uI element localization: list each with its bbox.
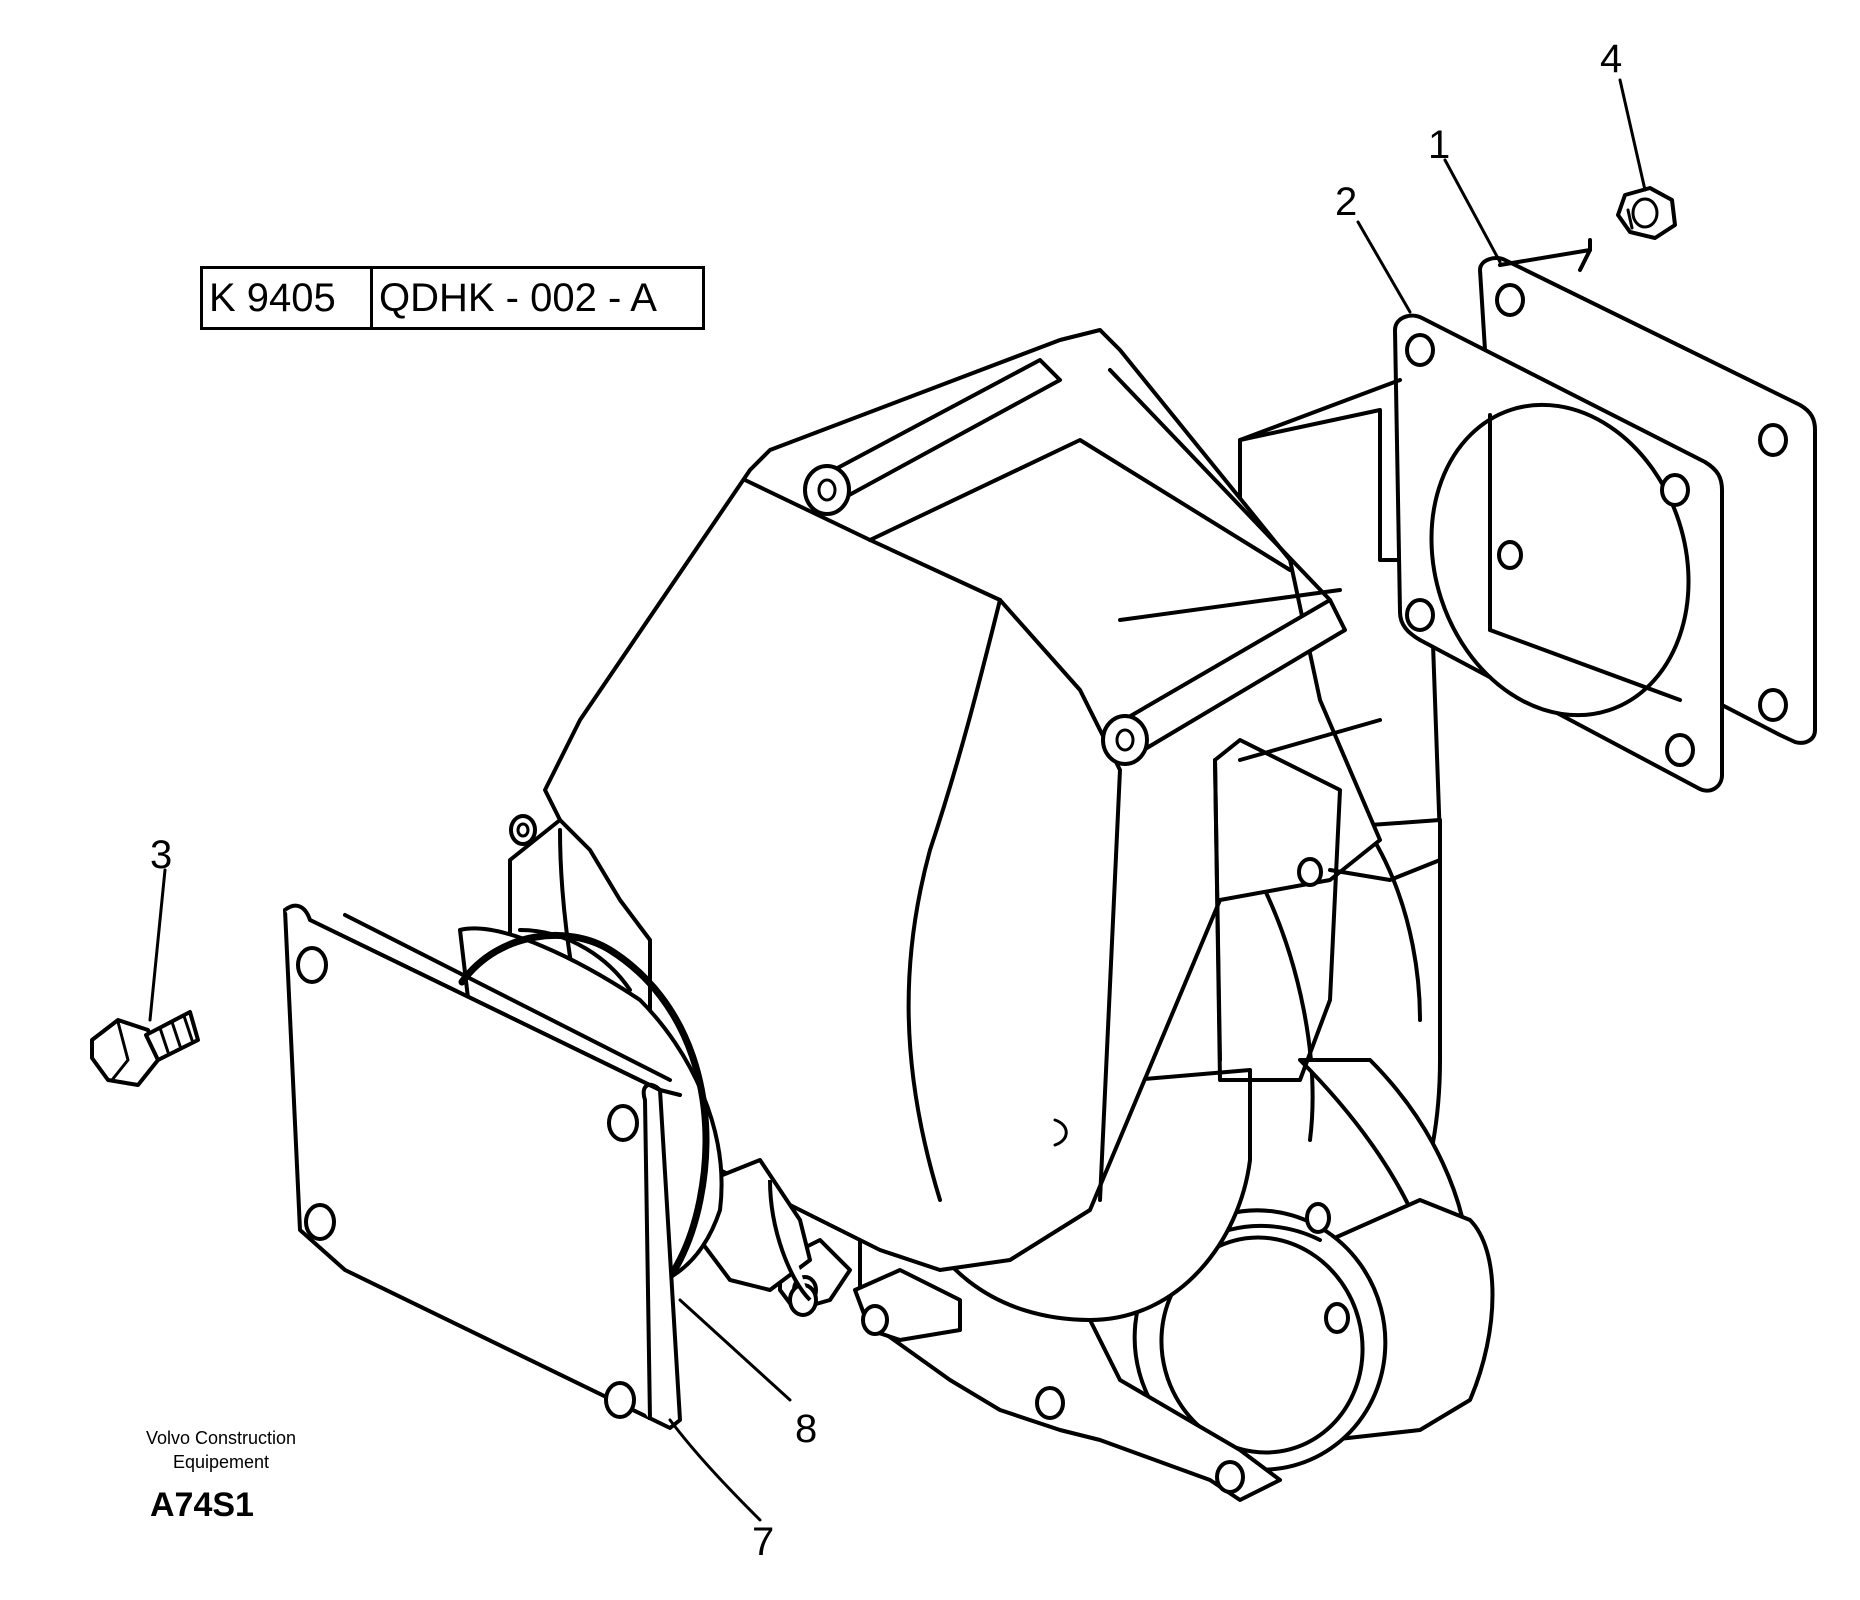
leader-7 — [668, 1418, 762, 1522]
maker-name: Volvo Construction — [145, 1428, 297, 1448]
figure-code: A74S1 — [150, 1486, 254, 1524]
leader-8 — [678, 1298, 792, 1402]
flange-guide-line — [1238, 378, 1402, 442]
o-ring-8 — [458, 931, 710, 1292]
leader-2 — [1356, 220, 1412, 314]
cover-7 — [283, 903, 682, 1430]
housing — [508, 328, 1495, 1502]
maker-name-line-2: Equipement — [172, 1452, 270, 1472]
callout-2: 2 — [1335, 180, 1357, 224]
callout-7: 7 — [752, 1520, 774, 1564]
leader-3 — [148, 868, 167, 1022]
flange-guide-line — [1578, 238, 1592, 272]
reference-code-left: K 9405 — [200, 266, 373, 330]
gasket-2 — [1393, 313, 1724, 793]
bolt-3 — [90, 1010, 200, 1087]
callout-numbers: 1 2 3 4 7 8 — [150, 37, 1622, 1564]
callout-4: 4 — [1600, 37, 1622, 81]
callout-8: 8 — [795, 1407, 817, 1451]
callout-leaders — [148, 78, 1647, 1522]
reference-code-right: QDHK - 002 - A — [370, 266, 705, 330]
nut-4 — [1616, 186, 1677, 240]
callout-1: 1 — [1428, 123, 1450, 167]
callout-3: 3 — [150, 833, 172, 877]
leader-4 — [1618, 78, 1647, 192]
leader-1 — [1443, 158, 1502, 264]
